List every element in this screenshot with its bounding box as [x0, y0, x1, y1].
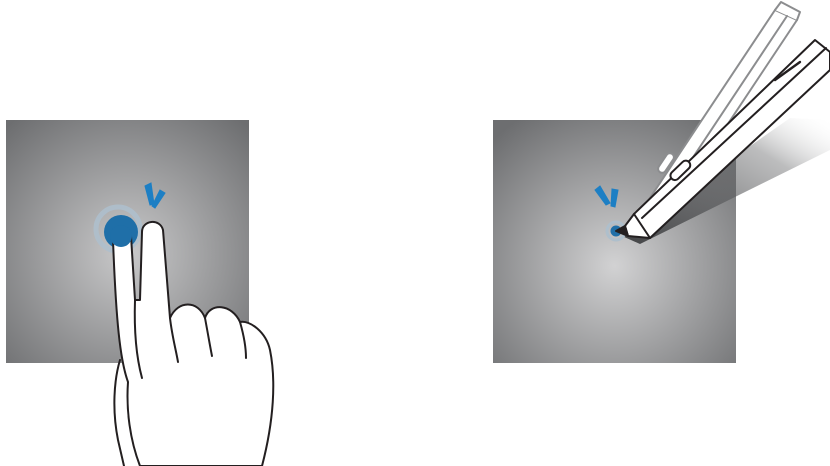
fingertip-contact-icon: [110, 225, 132, 247]
finger-tap-illustration: [6, 120, 273, 466]
pen-tap-illustration: [493, 2, 830, 363]
